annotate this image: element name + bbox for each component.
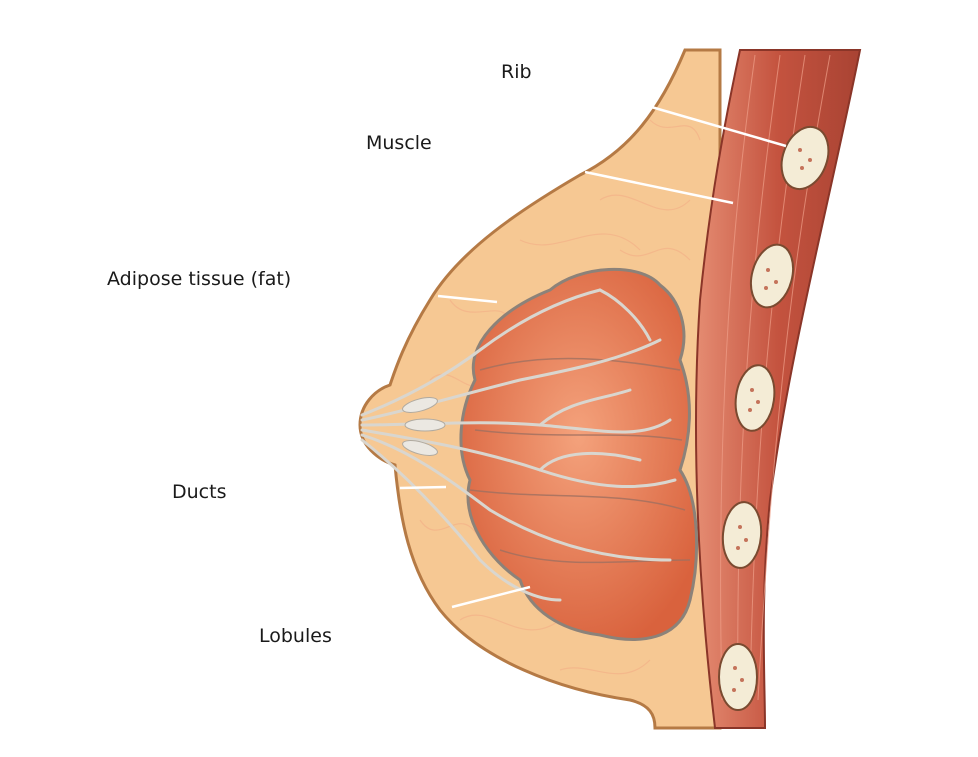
leader-ducts bbox=[399, 485, 447, 490]
ribs bbox=[718, 126, 830, 711]
leader-adipose bbox=[437, 294, 498, 304]
leader-rib bbox=[647, 104, 787, 148]
label-ducts: Ducts bbox=[172, 481, 227, 503]
duct-sinuses bbox=[402, 397, 446, 456]
rib-3 bbox=[734, 364, 776, 432]
rib-4 bbox=[721, 501, 763, 569]
muscle-fibers bbox=[720, 54, 831, 701]
leader-lobules bbox=[451, 585, 531, 609]
label-rib: Rib bbox=[501, 61, 532, 83]
rib-1 bbox=[780, 126, 830, 190]
rib-2 bbox=[749, 243, 795, 309]
rib-5 bbox=[718, 643, 758, 711]
label-adipose-tissue: Adipose tissue (fat) bbox=[107, 268, 292, 290]
rib-marrow-dots bbox=[732, 148, 812, 692]
label-muscle: Muscle bbox=[366, 132, 432, 154]
leader-muscle bbox=[584, 170, 734, 205]
leader-lines bbox=[399, 104, 787, 609]
label-lobules: Lobules bbox=[259, 625, 332, 647]
